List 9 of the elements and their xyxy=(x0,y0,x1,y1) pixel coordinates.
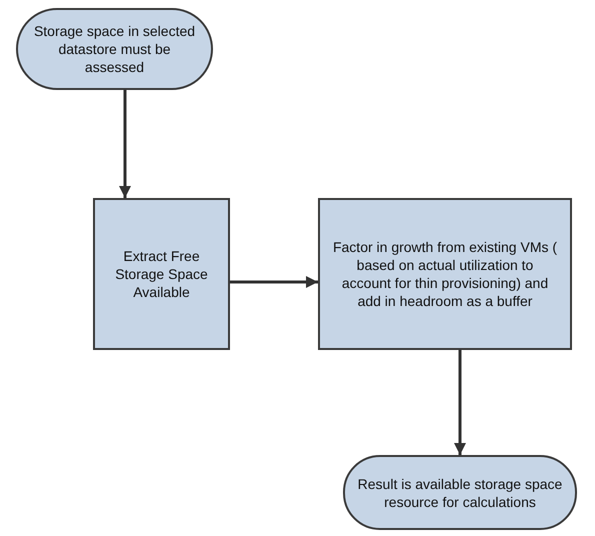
node-text: Extract Free Storage Space Available xyxy=(114,247,209,301)
arrow xyxy=(454,350,466,455)
process-box xyxy=(318,198,572,350)
node-text: Result is available storage space resource for calculations xyxy=(357,474,563,510)
arrow xyxy=(119,90,131,198)
node-text: Storage space in selected datastore must be assessed xyxy=(32,22,196,76)
arrow xyxy=(230,276,318,288)
process-box xyxy=(93,198,230,350)
node-text: Factor in growth from existing VMs ( based on actual utilization to account for thin provisioning) and add in headroom as a buffer xyxy=(332,238,558,310)
